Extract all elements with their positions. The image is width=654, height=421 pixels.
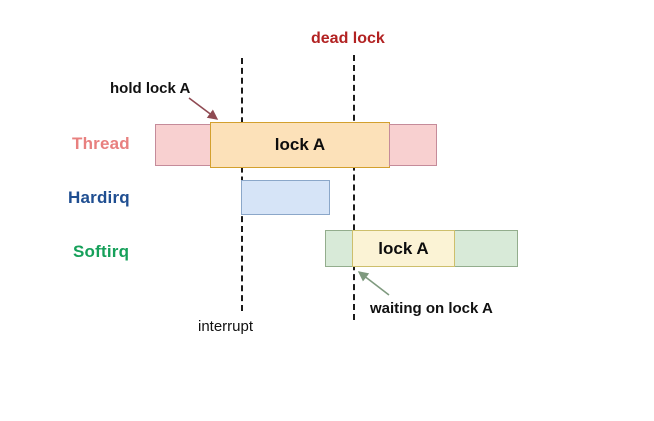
marker-line-dead-lock: [353, 55, 355, 320]
hardirq-segment-running: [241, 180, 330, 215]
annotation-hold-lock-a: hold lock A: [110, 80, 191, 97]
row-label-hardirq: Hardirq: [68, 188, 130, 207]
thread-segment-running-before: [155, 124, 211, 166]
thread-lock-a-label: lock A: [274, 135, 326, 154]
row-label-thread: Thread: [72, 134, 130, 153]
annotation-waiting-on-lock-a: waiting on lock A: [370, 300, 493, 317]
thread-segment-lock-a-held: lock A: [210, 122, 390, 168]
softirq-segment-lock-a-waiting: lock A: [352, 230, 455, 267]
row-label-softirq: Softirq: [73, 242, 130, 261]
annotation-dead-lock: dead lock: [311, 30, 385, 47]
thread-segment-running-after: [389, 124, 437, 166]
arrow-waiting-on-lock-a: [357, 271, 390, 296]
annotation-interrupt: interrupt: [198, 318, 254, 335]
softirq-lock-a-label: lock A: [378, 238, 429, 258]
arrow-hold-lock-a: [188, 97, 219, 120]
